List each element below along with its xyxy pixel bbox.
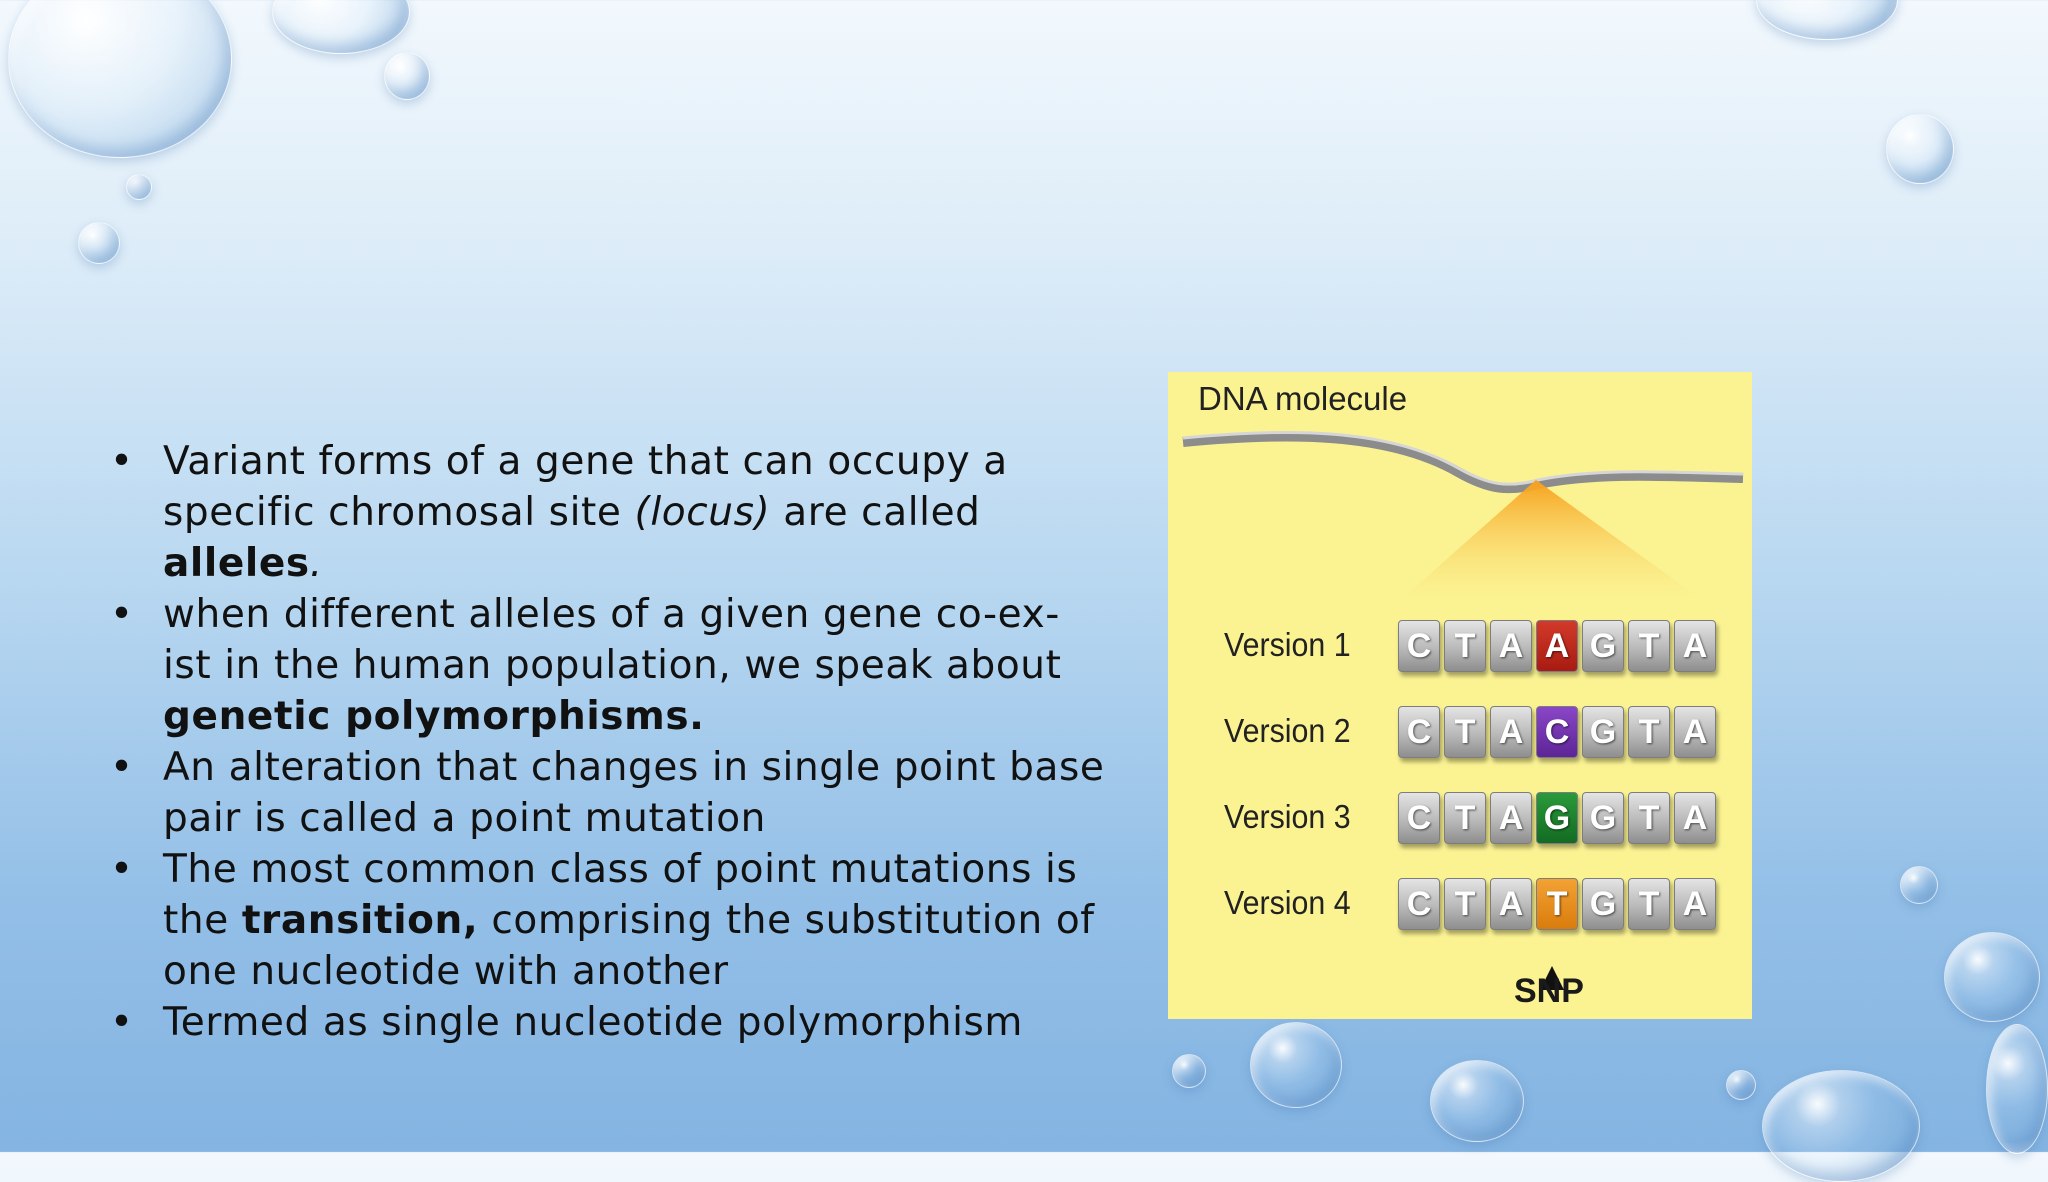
version-label: Version 2 xyxy=(1224,712,1351,749)
snp-base-tile: C xyxy=(1536,706,1578,758)
base-tile: T xyxy=(1444,878,1486,930)
dna-strand-graphic xyxy=(1182,430,1744,990)
bullet-dot-icon: • xyxy=(110,592,134,637)
bullet-item: • An alteration that changes in single po… xyxy=(108,742,1108,844)
base-tile: C xyxy=(1398,620,1440,672)
water-drop-decoration xyxy=(1756,0,1898,40)
base-tile: A xyxy=(1490,620,1532,672)
water-drop-decoration xyxy=(126,174,152,200)
base-tile: T xyxy=(1628,878,1670,930)
snp-base-tile: G xyxy=(1536,792,1578,844)
base-tile: G xyxy=(1582,706,1624,758)
bullet-text: alleles xyxy=(163,541,310,586)
water-drop-decoration xyxy=(1986,1024,2048,1154)
snp-base-tile: A xyxy=(1536,620,1578,672)
dna-strand xyxy=(1182,431,1744,494)
base-tile: G xyxy=(1582,620,1624,672)
version-label: Version 3 xyxy=(1224,798,1351,835)
water-drop-decoration xyxy=(78,222,120,264)
bullet-text: Termed as single nucleotide polymorphism xyxy=(163,1000,1024,1045)
snp-base-tile: T xyxy=(1536,878,1578,930)
bullet-dot-icon: • xyxy=(110,1000,134,1045)
bullet-text: Variant forms of a gene that can occupy … xyxy=(163,439,1008,535)
base-tile: G xyxy=(1582,792,1624,844)
water-drop-decoration xyxy=(272,0,410,54)
base-tile: A xyxy=(1490,706,1532,758)
water-drop-decoration xyxy=(1430,1060,1524,1142)
bullet-dot-icon: • xyxy=(110,439,134,484)
version-label: Version 1 xyxy=(1224,626,1351,663)
bullet-text: An alteration that changes in single poi… xyxy=(163,745,1105,841)
base-tile: T xyxy=(1444,620,1486,672)
water-drop-decoration xyxy=(1900,866,1938,904)
water-drop-decoration xyxy=(1250,1022,1342,1108)
water-drop-decoration xyxy=(1886,114,1954,184)
base-tile: T xyxy=(1444,706,1486,758)
bullet-text: comprising the substitution of one nucle… xyxy=(163,898,1095,994)
bullet-dot-icon: • xyxy=(110,847,134,892)
base-tile: A xyxy=(1674,706,1716,758)
bullet-item: • The most common class of point mutation… xyxy=(108,844,1108,997)
base-tile: G xyxy=(1582,878,1624,930)
water-drop-decoration xyxy=(1762,1070,1920,1182)
bullet-text: (locus) xyxy=(634,490,771,535)
water-drop-decoration xyxy=(1726,1070,1756,1100)
base-tile: C xyxy=(1398,792,1440,844)
bullet-text: are called xyxy=(770,490,981,535)
snp-arrow-icon xyxy=(1540,966,1564,990)
bullet-dot-icon: • xyxy=(110,745,134,790)
snp-label: SNP xyxy=(1514,972,1584,1010)
base-tile: A xyxy=(1674,878,1716,930)
bullet-text: when different alleles of a given gene c… xyxy=(163,592,1062,688)
water-drop-decoration xyxy=(1172,1054,1206,1088)
base-tile: A xyxy=(1490,792,1532,844)
bullet-text: transition, xyxy=(241,898,479,943)
base-tile: A xyxy=(1674,620,1716,672)
dna-molecule-label: DNA molecule xyxy=(1198,380,1408,417)
base-tile: A xyxy=(1674,792,1716,844)
bullet-item: • Termed as single nucleotide polymorphis… xyxy=(108,997,1108,1048)
bullet-item: • Variant forms of a gene that can occupy… xyxy=(108,436,1108,589)
bullet-item: • when different alleles of a given gene … xyxy=(108,589,1108,742)
base-tile: T xyxy=(1628,792,1670,844)
base-tile: T xyxy=(1628,620,1670,672)
water-drop-decoration xyxy=(8,0,232,158)
bullet-list: • Variant forms of a gene that can occupy… xyxy=(108,436,1108,1048)
bullet-text: The most common class of point mutations… xyxy=(163,847,1078,943)
base-tile: T xyxy=(1444,792,1486,844)
base-tile: C xyxy=(1398,706,1440,758)
bullet-text: . xyxy=(309,541,323,586)
base-tile: A xyxy=(1490,878,1532,930)
bullet-text: genetic polymorphisms. xyxy=(163,694,705,739)
water-drop-decoration xyxy=(384,52,430,100)
version-label: Version 4 xyxy=(1224,884,1351,921)
base-tile: T xyxy=(1628,706,1670,758)
base-tile: C xyxy=(1398,878,1440,930)
water-drop-decoration xyxy=(1944,932,2040,1022)
zoom-cone xyxy=(1396,480,1708,604)
